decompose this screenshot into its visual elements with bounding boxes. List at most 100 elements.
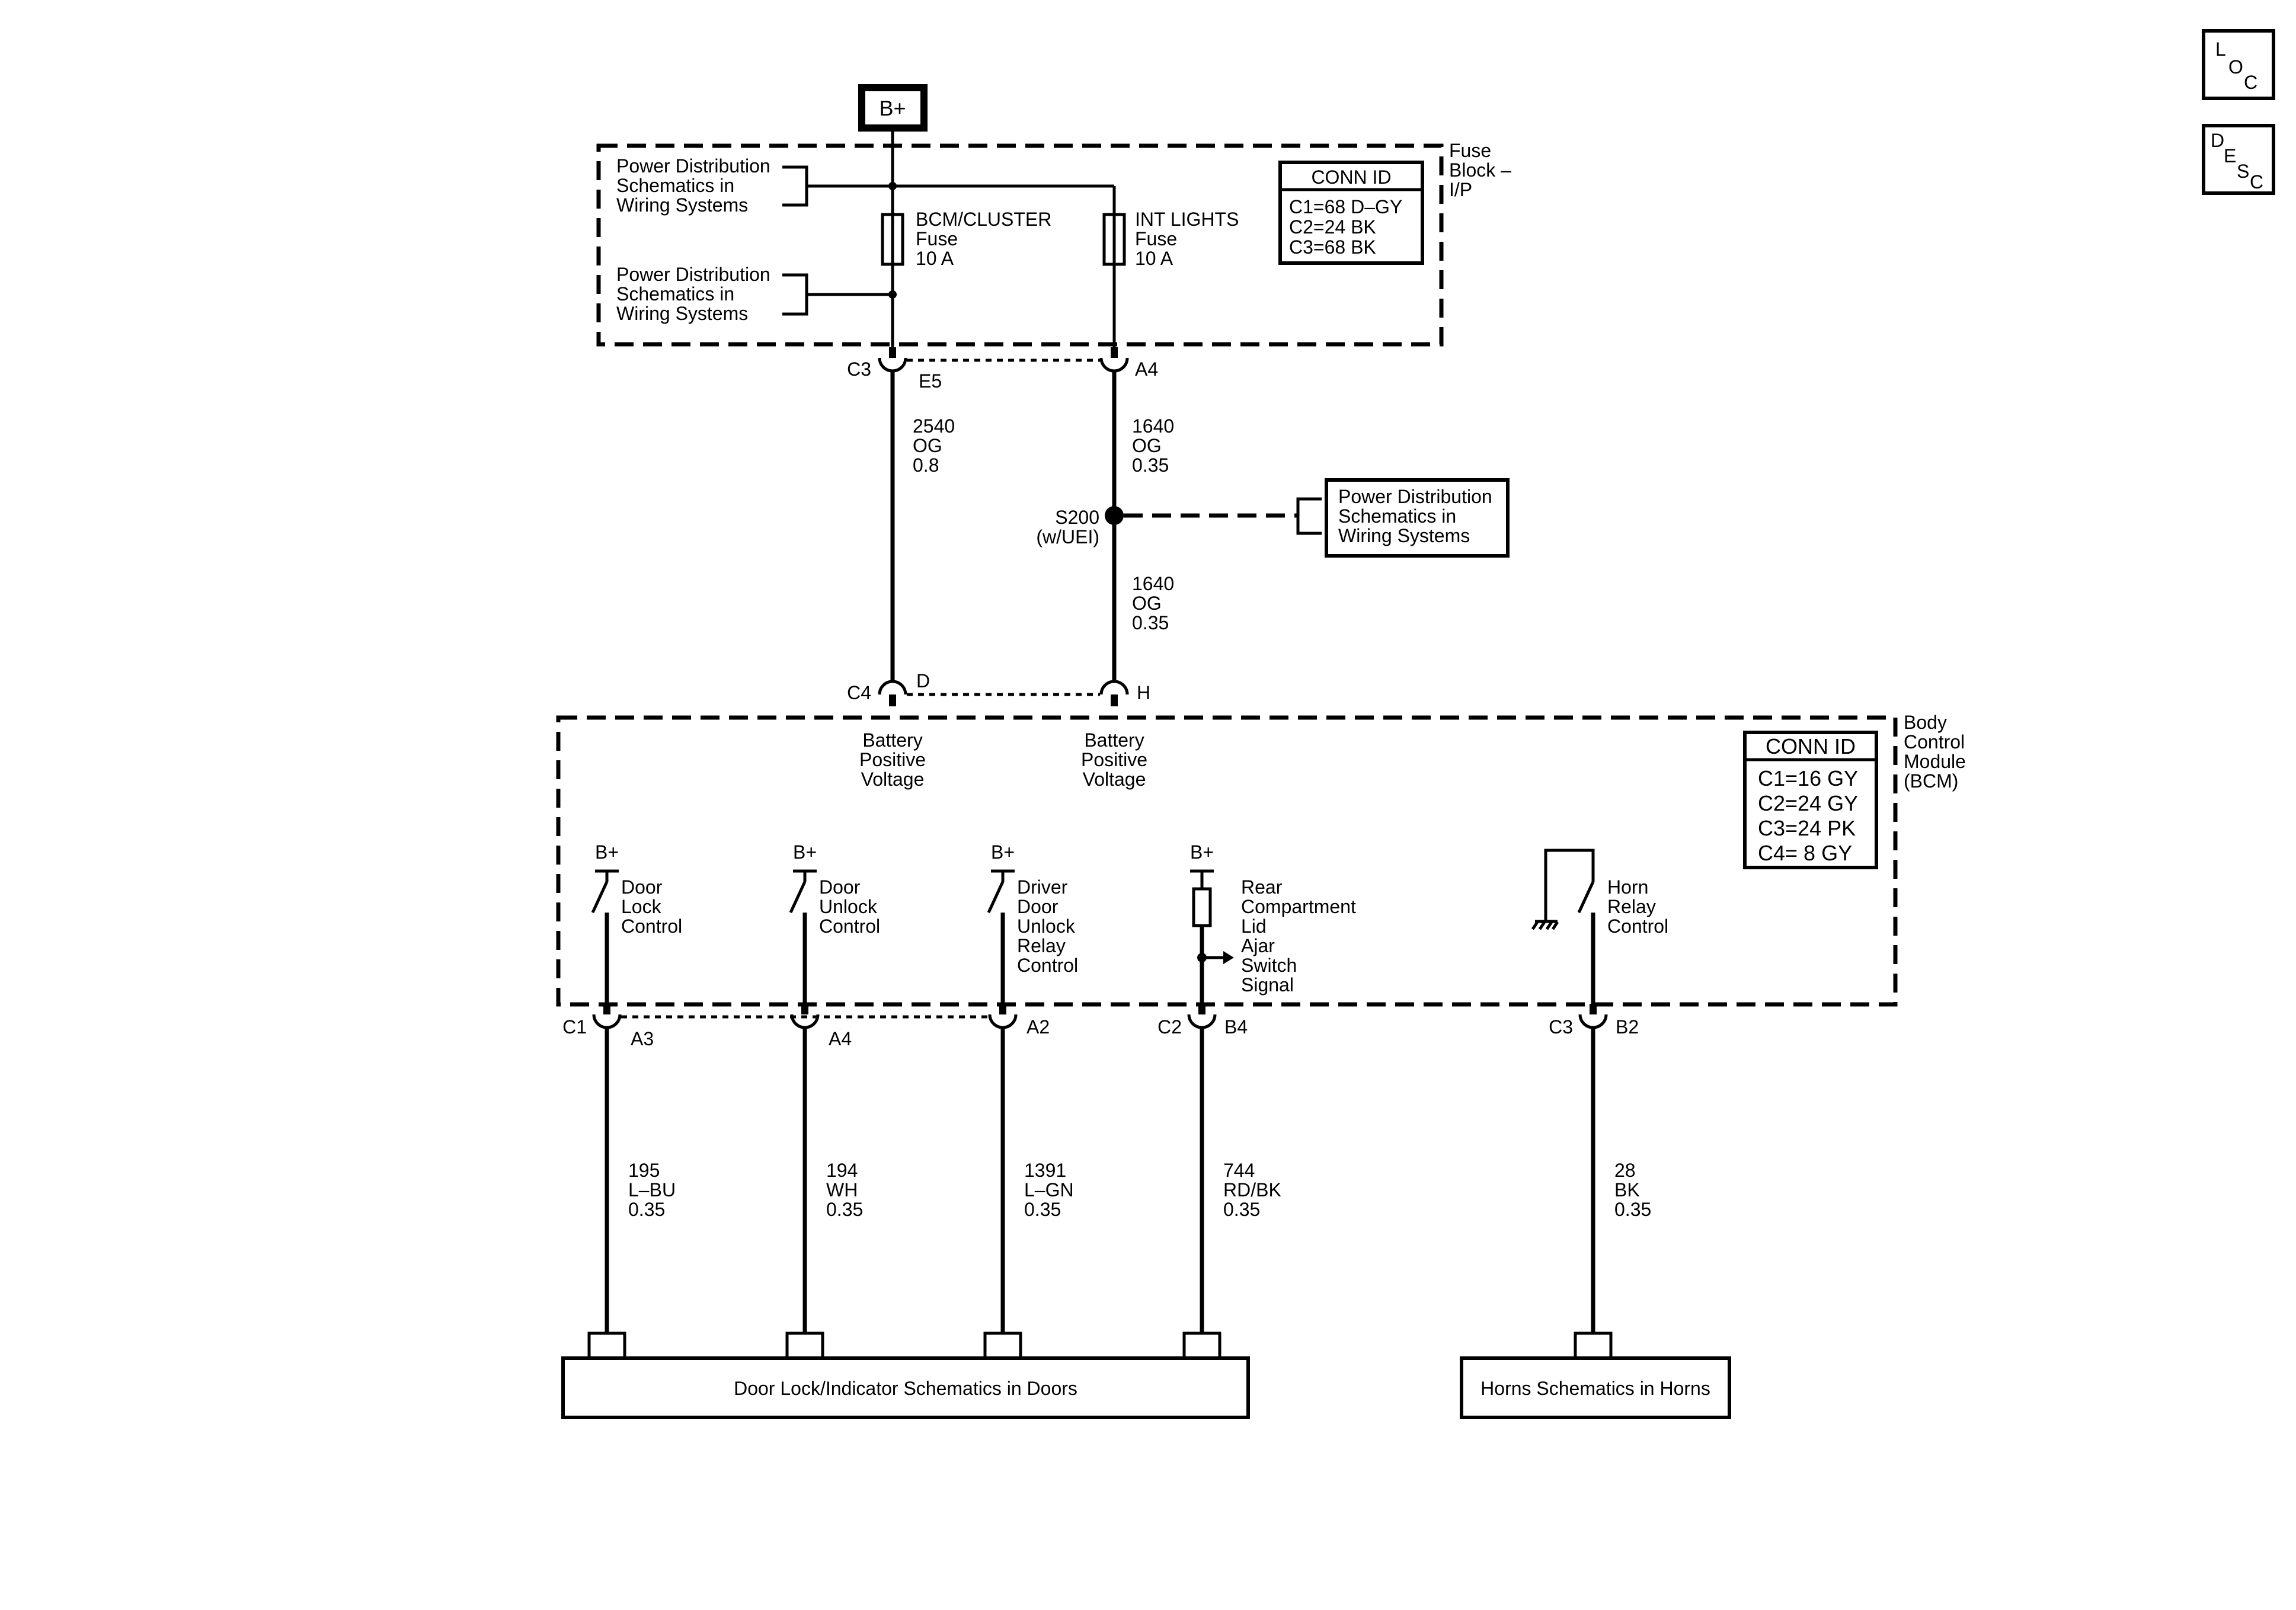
- connector-c1-a3: C1 A3: [562, 1004, 654, 1049]
- svg-text:C3=24 PK: C3=24 PK: [1758, 816, 1856, 840]
- svg-text:OG: OG: [1132, 593, 1162, 614]
- pin-e5-label: E5: [919, 370, 942, 392]
- svg-text:O: O: [2228, 56, 2243, 78]
- svg-text:(BCM): (BCM): [1904, 770, 1958, 792]
- connector-a2: A2: [988, 1004, 1050, 1038]
- bcm-input-1: Battery Positive Voltage: [859, 729, 926, 790]
- svg-text:Block –: Block –: [1449, 159, 1511, 181]
- wire-1391-label: 1391 L–GN 0.35: [1024, 1160, 1074, 1220]
- bracket-icon: [782, 165, 808, 207]
- bracket-icon: [782, 273, 808, 316]
- svg-text:OG: OG: [913, 435, 942, 456]
- bcm-top-connectors: C4 D H: [847, 670, 1150, 706]
- loc-icon[interactable]: L O C: [2202, 29, 2275, 100]
- svg-text:C2: C2: [1157, 1016, 1182, 1038]
- svg-text:Switch: Switch: [1241, 955, 1297, 976]
- destination-door-lock: Door Lock/Indicator Schematics in Doors: [561, 1356, 1250, 1419]
- circuit-door-unlock-control: B+ Door Unlock Control: [789, 841, 880, 1007]
- svg-text:A4: A4: [829, 1028, 852, 1049]
- svg-text:I/P: I/P: [1449, 179, 1472, 200]
- connector-c4-label: C4: [847, 682, 871, 703]
- circuit-door-lock-control: B+ Door Lock Control: [591, 841, 682, 1007]
- svg-text:10 A: 10 A: [916, 248, 954, 269]
- svg-text:RD/BK: RD/BK: [1223, 1179, 1281, 1201]
- svg-text:Compartment: Compartment: [1241, 896, 1356, 917]
- svg-text:B4: B4: [1224, 1016, 1248, 1038]
- svg-text:Relay: Relay: [1607, 896, 1656, 917]
- destination-horns: Horns Schematics in Horns: [1460, 1356, 1731, 1419]
- svg-text:0.35: 0.35: [826, 1199, 863, 1220]
- wire-2540-label: 2540 OG 0.8: [913, 415, 955, 476]
- svg-text:Positive: Positive: [859, 749, 926, 770]
- svg-text:1640: 1640: [1132, 415, 1174, 437]
- svg-text:B+: B+: [595, 841, 619, 863]
- svg-text:C1: C1: [562, 1016, 587, 1038]
- svg-text:Control: Control: [1607, 916, 1668, 937]
- svg-text:28: 28: [1614, 1160, 1636, 1181]
- pin-h-label: H: [1137, 682, 1150, 703]
- svg-text:0.35: 0.35: [628, 1199, 665, 1220]
- svg-text:Door: Door: [1017, 896, 1059, 917]
- svg-text:Schematics in: Schematics in: [1338, 505, 1456, 527]
- svg-text:OG: OG: [1132, 435, 1162, 456]
- body-control-module: Body Control Module (BCM) CONN ID C1=16 …: [556, 712, 1966, 1007]
- connector-c3-label: C3: [847, 359, 871, 380]
- svg-text:Door Lock/Indicator Schematics: Door Lock/Indicator Schematics in Doors: [734, 1378, 1077, 1399]
- switch-icon: [789, 881, 807, 914]
- svg-text:BK: BK: [1614, 1179, 1640, 1201]
- svg-text:Ajar: Ajar: [1241, 935, 1275, 956]
- svg-text:Body: Body: [1904, 712, 1947, 733]
- desc-icon[interactable]: D E S C: [2202, 124, 2275, 195]
- svg-text:Battery: Battery: [862, 729, 922, 751]
- svg-text:L–BU: L–BU: [628, 1179, 676, 1201]
- svg-text:C: C: [2250, 171, 2263, 193]
- ground-icon: [1531, 920, 1559, 930]
- svg-text:CONN ID: CONN ID: [1311, 167, 1391, 188]
- bottom-wires: 195 L–BU 0.35 194 WH 0.35 1391 L–GN 0.35…: [587, 1028, 1651, 1358]
- svg-text:744: 744: [1223, 1160, 1255, 1181]
- supply-label: B+: [879, 96, 906, 120]
- svg-text:C3: C3: [1549, 1016, 1573, 1038]
- svg-text:A3: A3: [631, 1028, 654, 1049]
- svg-text:Wiring Systems: Wiring Systems: [616, 303, 748, 324]
- svg-text:0.35: 0.35: [1132, 454, 1169, 476]
- svg-text:Unlock: Unlock: [819, 896, 878, 917]
- svg-text:C2=24 GY: C2=24 GY: [1758, 791, 1858, 815]
- bcm-bottom-connectors: C1 A3 A4 A2 C2 B4 C3 B2: [562, 1004, 1639, 1049]
- svg-text:Signal: Signal: [1241, 974, 1294, 996]
- svg-text:B2: B2: [1616, 1016, 1639, 1038]
- splice-s200: S200 (w/UEI) Power Distribution Schemati…: [1036, 478, 1510, 558]
- svg-text:10 A: 10 A: [1135, 248, 1173, 269]
- svg-text:Door: Door: [621, 876, 663, 898]
- svg-text:Wiring Systems: Wiring Systems: [616, 194, 748, 216]
- svg-text:Power Distribution: Power Distribution: [616, 155, 770, 177]
- svg-text:S: S: [2237, 161, 2249, 182]
- fuse-bcm-cluster: BCM/CLUSTER Fuse 10 A: [881, 209, 1051, 350]
- svg-text:2540: 2540: [913, 415, 955, 437]
- circuit-rear-compartment-lid-ajar: B+ Rear Compartment Lid Ajar Switch Sign…: [1190, 841, 1356, 1007]
- svg-text:L: L: [2215, 39, 2226, 60]
- connector-a4: A4: [790, 1004, 852, 1049]
- svg-text:Control: Control: [819, 916, 880, 937]
- svg-text:A2: A2: [1027, 1016, 1050, 1038]
- svg-text:Positive: Positive: [1081, 749, 1147, 770]
- pin-a4-label: A4: [1135, 359, 1158, 380]
- fuse-block-connectors: C3 E5 A4: [847, 347, 1158, 392]
- fuse-block-ref-2: Power Distribution Schematics in Wiring …: [616, 264, 770, 324]
- svg-text:Fuse: Fuse: [916, 228, 958, 249]
- fuse-block: Fuse Block – I/P Power Distribution Sche…: [596, 129, 1511, 350]
- battery-supply: B+: [858, 84, 928, 132]
- switch-icon: [591, 881, 609, 914]
- svg-text:D: D: [2211, 130, 2224, 151]
- fuse-block-conn-id: CONN ID C1=68 D–GY C2=24 BK C3=68 BK: [1278, 161, 1424, 265]
- wire-744-label: 744 RD/BK 0.35: [1223, 1160, 1281, 1220]
- wire-195-label: 195 L–BU 0.35: [628, 1160, 676, 1220]
- fuse-block-ref-1: Power Distribution Schematics in Wiring …: [616, 155, 770, 216]
- svg-text:L–GN: L–GN: [1024, 1179, 1074, 1201]
- svg-text:Relay: Relay: [1017, 935, 1066, 956]
- switch-icon: [987, 881, 1005, 914]
- fuse-int-lights: INT LIGHTS Fuse 10 A: [1102, 209, 1239, 350]
- svg-text:Fuse: Fuse: [1449, 140, 1491, 161]
- svg-text:C: C: [2244, 72, 2257, 93]
- svg-text:Lid: Lid: [1241, 916, 1267, 937]
